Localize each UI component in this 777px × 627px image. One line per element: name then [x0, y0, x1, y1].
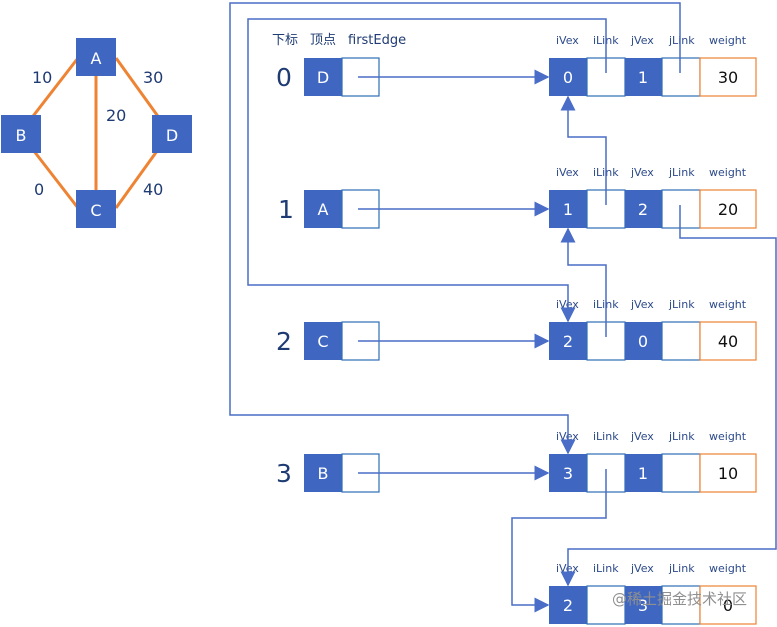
vertex-table: 0 D 1 A 2 C 3 B	[276, 57, 380, 493]
svg-text:weight: weight	[709, 34, 747, 47]
vertex-index-1: 1	[278, 195, 294, 224]
svg-text:weight: weight	[709, 166, 747, 179]
svg-text:jVex: jVex	[630, 430, 654, 443]
graph-weight-a-d: 30	[143, 68, 163, 87]
svg-text:iLink: iLink	[593, 430, 619, 443]
edge-node-3: 3 1 10	[549, 453, 757, 493]
edge-node-0-jvex: 1	[638, 68, 648, 87]
edge-node-0: 0 1 30	[549, 57, 757, 97]
graph-illustration: A B C D 10 30 20 0 40	[1, 38, 192, 228]
svg-text:weight: weight	[709, 298, 747, 311]
arrow-jlink-0	[229, 2, 681, 455]
svg-text:jLink: jLink	[668, 298, 695, 311]
svg-text:iVex: iVex	[556, 166, 579, 179]
arrow-ilink-2	[560, 227, 607, 337]
svg-text:jVex: jVex	[630, 34, 654, 47]
connector-arrows	[229, 2, 777, 613]
edge-node-2-jvex: 0	[638, 332, 648, 351]
arrow-jlink-1	[560, 205, 777, 587]
edge-node-headers-4: iVex iLink jVex jLink weight	[556, 562, 747, 575]
graph-node-c: C	[76, 190, 116, 228]
graph-node-b: B	[1, 115, 41, 153]
edge-node-1: 1 2 20	[549, 189, 757, 229]
edge-node-1-jvex: 2	[638, 200, 648, 219]
arrow-ilink-0	[247, 18, 607, 323]
svg-text:D: D	[166, 126, 178, 145]
svg-text:jVex: jVex	[630, 298, 654, 311]
vertex-index-3: 3	[276, 459, 292, 488]
graph-node-a: A	[76, 38, 116, 76]
edge-node-2-weight: 40	[718, 332, 738, 351]
vertex-name-3: B	[318, 464, 329, 483]
edge-node-1-weight: 20	[718, 200, 738, 219]
edge-node-2-ivex: 2	[563, 332, 573, 351]
edge-node-headers-0: iVex iLink jVex jLink weight	[556, 34, 747, 47]
graph-weight-d-c: 40	[143, 180, 163, 199]
svg-text:iVex: iVex	[556, 34, 579, 47]
svg-text:jLink: jLink	[668, 430, 695, 443]
index-column-header: 下标	[272, 33, 298, 48]
edge-node-4-ivex: 2	[563, 596, 573, 615]
graph-weight-a-b: 10	[32, 68, 52, 87]
svg-text:A: A	[91, 49, 102, 68]
vertex-name-2: C	[317, 332, 328, 351]
svg-text:B: B	[16, 126, 27, 145]
svg-text:jLink: jLink	[668, 34, 695, 47]
svg-text:jLink: jLink	[668, 166, 695, 179]
svg-text:weight: weight	[709, 562, 747, 575]
edge-node-1-ivex: 1	[563, 200, 573, 219]
edge-node-3-weight: 10	[718, 464, 738, 483]
svg-text:jVex: jVex	[630, 562, 654, 575]
vertex-column-header: 顶点	[310, 33, 336, 48]
arrow-ilink-1	[560, 95, 607, 205]
vertex-row-1: 1 A	[278, 189, 380, 229]
edge-node-0-ivex: 0	[563, 68, 573, 87]
svg-text:weight: weight	[709, 430, 747, 443]
svg-text:jVex: jVex	[630, 166, 654, 179]
edge-node-3-jvex: 1	[638, 464, 648, 483]
graph-weight-a-c: 20	[106, 106, 126, 125]
svg-text:iLink: iLink	[593, 562, 619, 575]
first-edge-column-header: firstEdge	[348, 33, 406, 48]
vertex-table-headers: 下标 顶点 firstEdge	[272, 33, 406, 48]
edge-node-headers-1: iVex iLink jVex jLink weight	[556, 166, 747, 179]
svg-text:jLink: jLink	[668, 562, 695, 575]
vertex-name-1: A	[318, 200, 329, 219]
edge-node-2: 2 0 40	[549, 321, 757, 361]
edge-node-headers-3: iVex iLink jVex jLink weight	[556, 430, 747, 443]
svg-text:C: C	[90, 201, 101, 220]
vertex-index-0: 0	[276, 63, 292, 92]
edge-node-headers-2: iVex iLink jVex jLink weight	[556, 298, 747, 311]
edge-node-3-ivex: 3	[563, 464, 573, 483]
graph-weight-b-c: 0	[34, 180, 44, 199]
edge-node-0-weight: 30	[718, 68, 738, 87]
watermark-text: @稀土掘金技术社区	[612, 590, 747, 608]
edge-node-4-weight: 0	[723, 596, 733, 615]
edge-node-4: 2 3 0	[549, 585, 757, 625]
edge-node-4-jvex: 3	[638, 596, 648, 615]
vertex-index-2: 2	[276, 327, 292, 356]
vertex-name-0: D	[317, 68, 329, 87]
graph-node-d: D	[152, 115, 192, 153]
arrow-ilink-3	[511, 469, 607, 613]
